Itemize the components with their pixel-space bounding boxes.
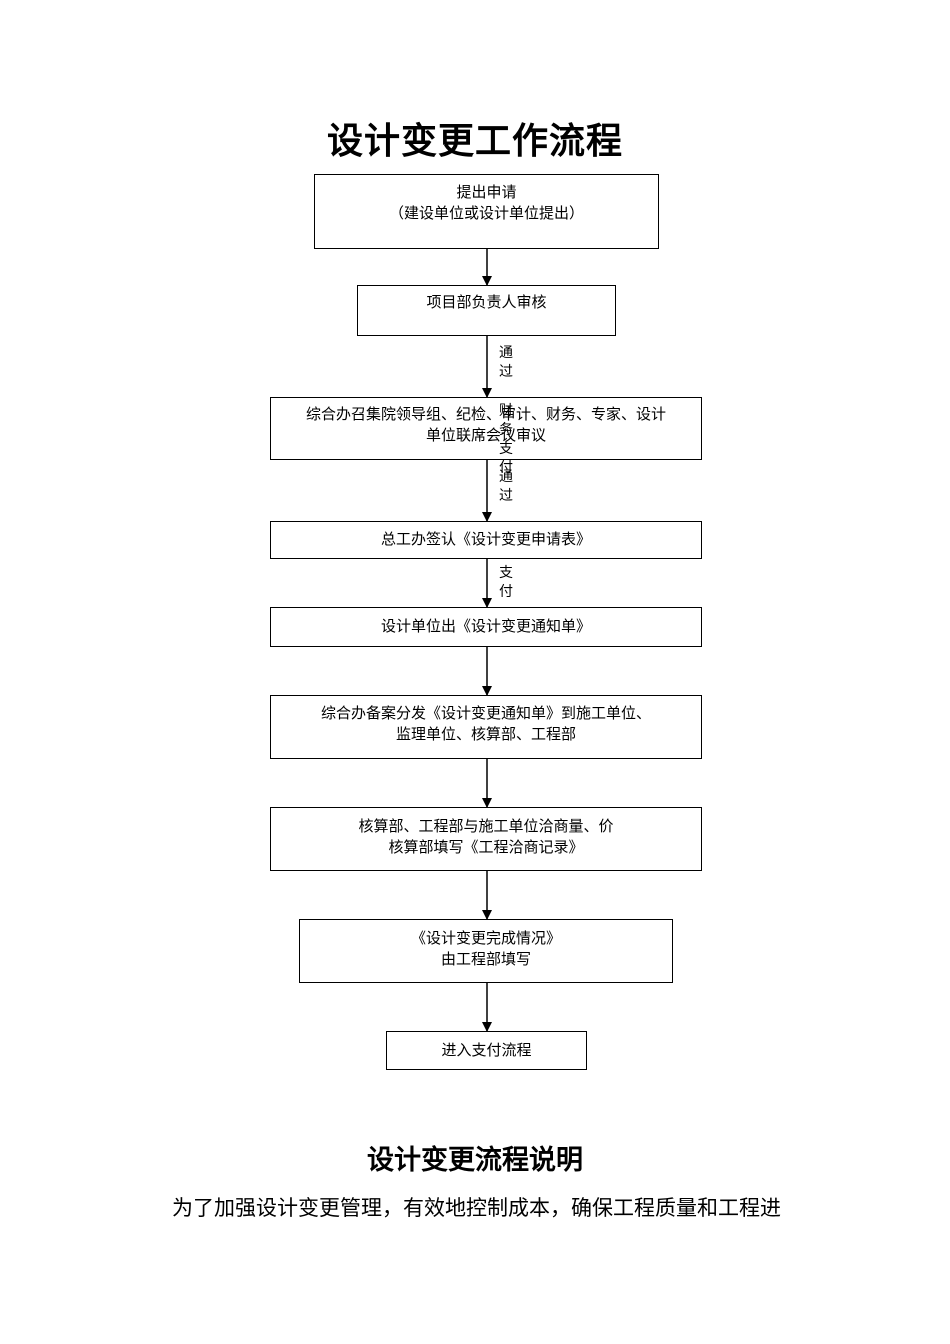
- edge-note-payment: 支 付: [499, 565, 513, 600]
- edge-note-pass-2: 通 过: [499, 469, 513, 504]
- step-enter-payment: 进入支付流程: [386, 1031, 587, 1070]
- step-distribute-notice: 综合办备案分发《设计变更通知单》到施工单位、 监理单位、核算部、工程部: [270, 695, 702, 759]
- step-chief-engineer-sign: 总工办签认《设计变更申请表》: [270, 521, 702, 559]
- step-project-manager-review: 项目部负责人审核: [357, 285, 616, 336]
- step-design-change-notice: 设计单位出《设计变更通知单》: [270, 607, 702, 647]
- step-negotiation-record: 核算部、工程部与施工单位洽商量、价 核算部填写《工程洽商记录》: [270, 807, 702, 871]
- step-completion-status: 《设计变更完成情况》 由工程部填写: [299, 919, 673, 983]
- edge-note-pass-1: 通 过: [499, 345, 513, 380]
- page-title: 设计变更工作流程: [326, 120, 623, 162]
- explanation-paragraph: 为了加强设计变更管理，有效地控制成本，确保工程质量和工程进: [172, 1196, 781, 1220]
- explanation-heading: 设计变更流程说明: [367, 1145, 583, 1176]
- edge-note-finance-payment: 财 务 支 付: [499, 403, 513, 476]
- step-submit-application: 提出申请 （建设单位或设计单位提出）: [314, 174, 659, 249]
- step-joint-meeting-review: 综合办召集院领导组、纪检、审计、财务、专家、设计 单位联席会议审议: [270, 397, 702, 460]
